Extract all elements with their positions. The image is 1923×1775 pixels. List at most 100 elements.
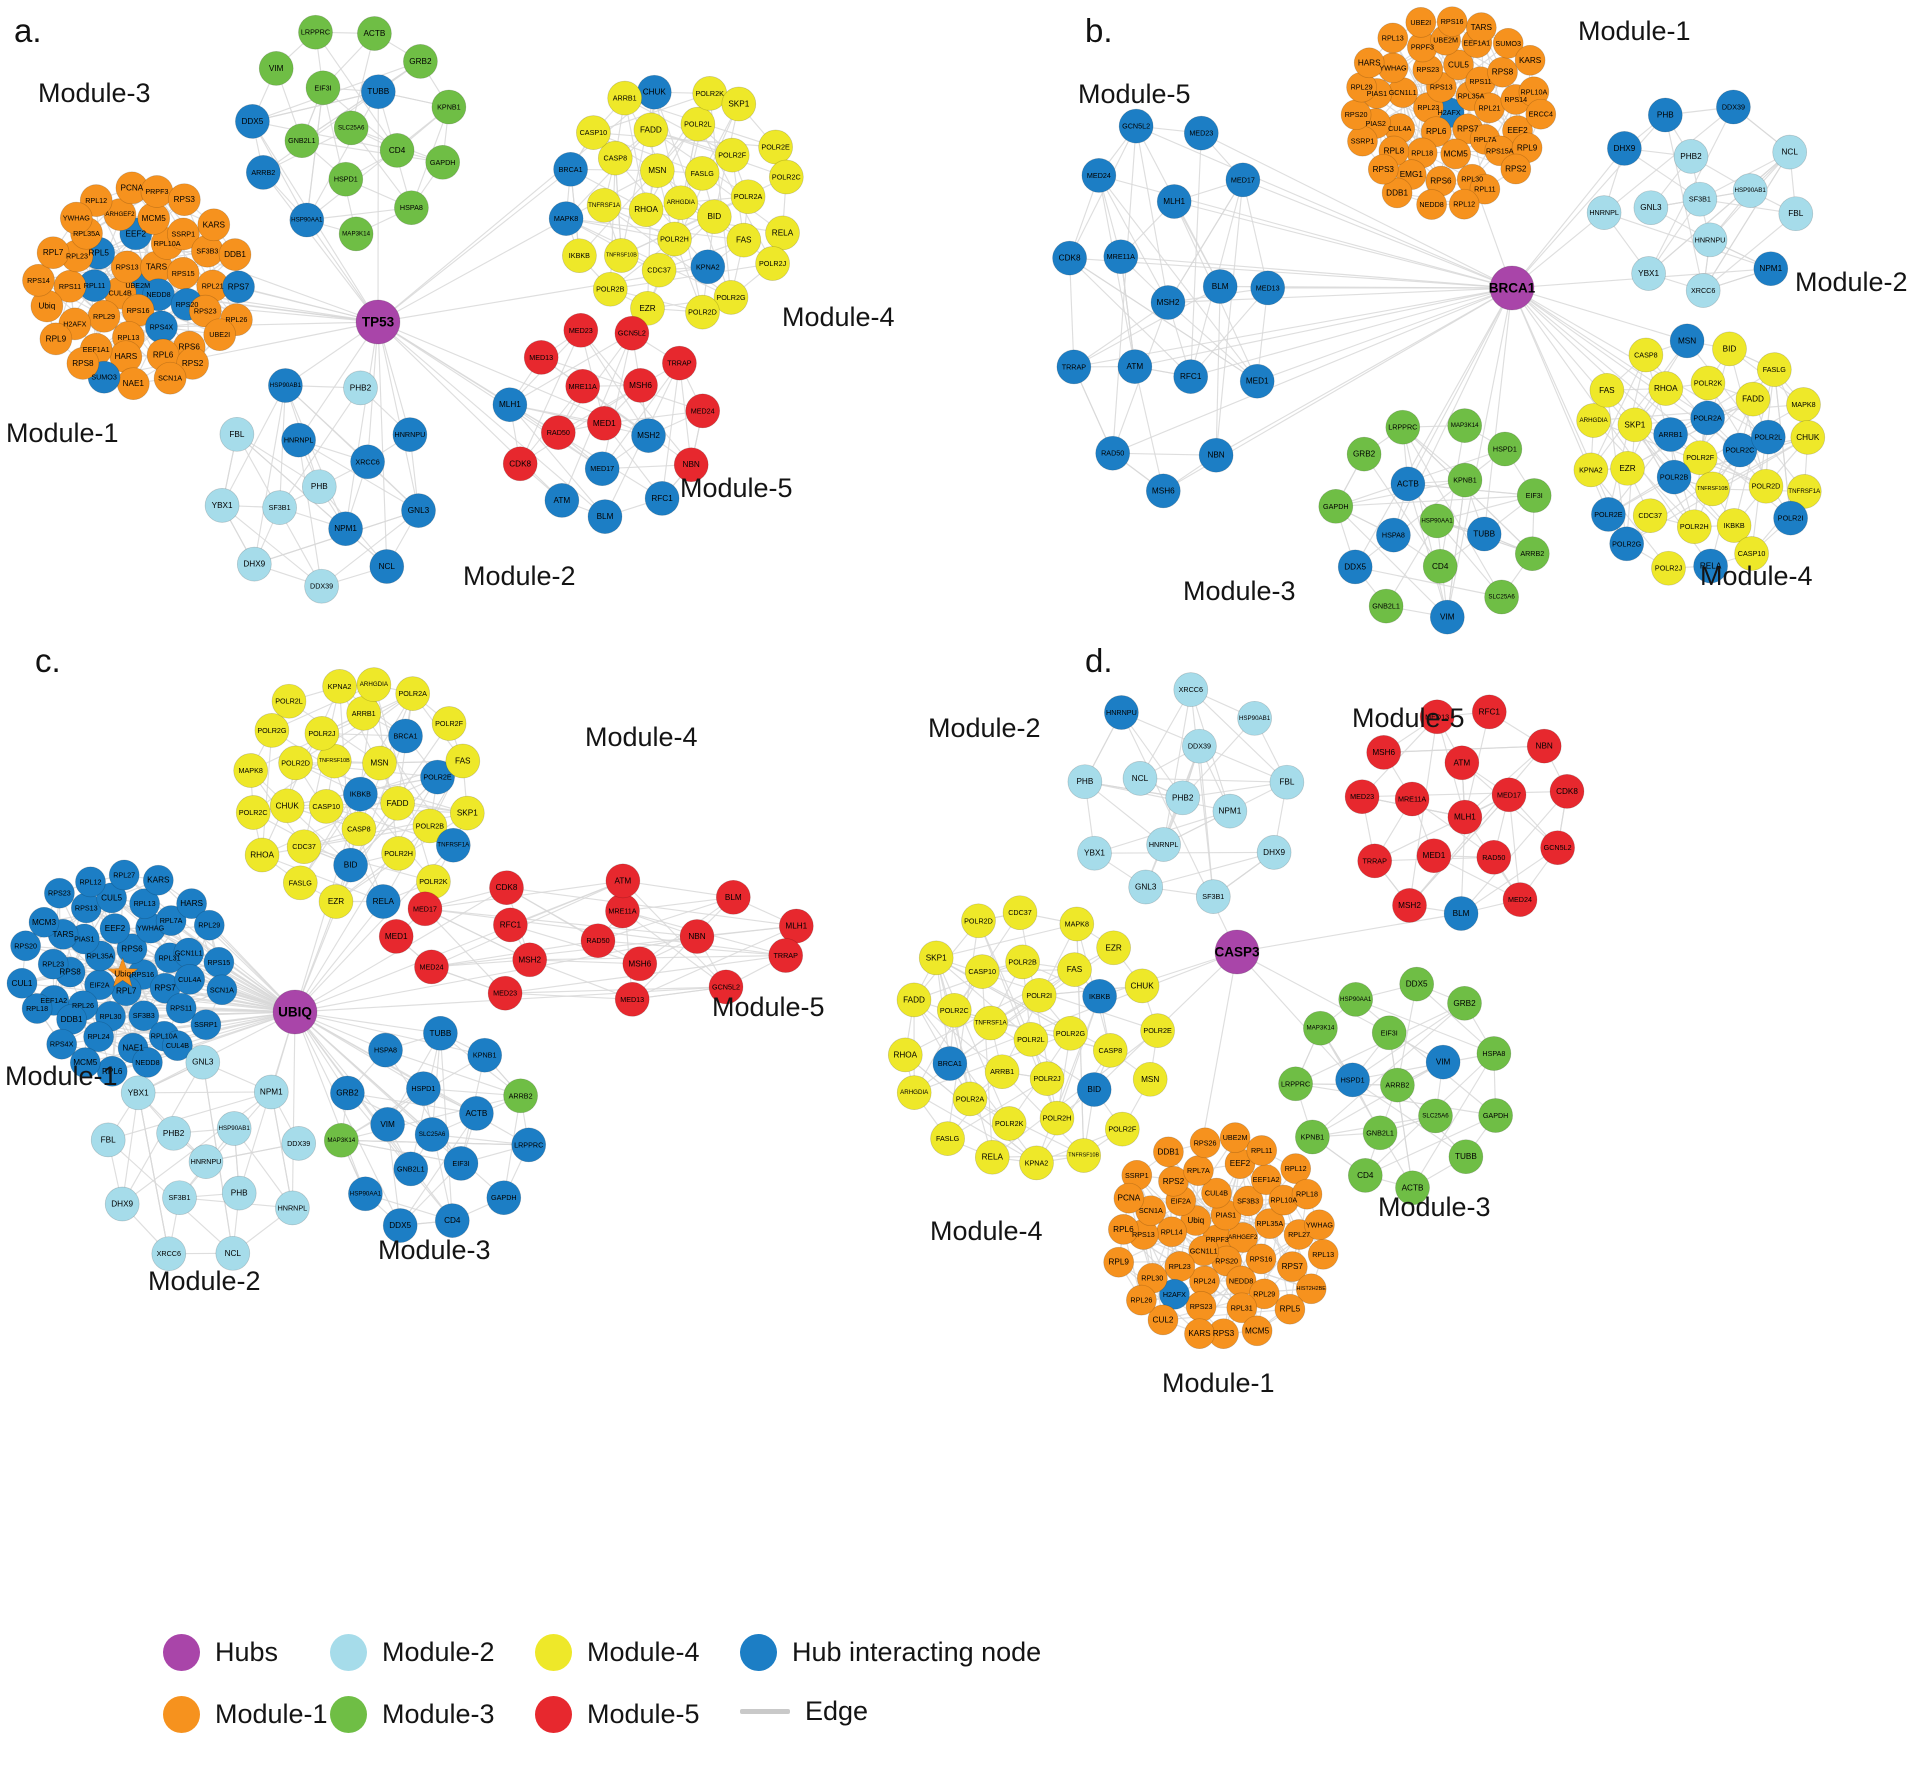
node-PHB2 xyxy=(343,370,378,406)
node-TNFRSF1A xyxy=(435,827,471,863)
node-POLR2C xyxy=(235,795,271,830)
node-TUBB xyxy=(1448,1139,1484,1175)
edge xyxy=(1511,106,1734,289)
node-POLR2B xyxy=(412,808,448,844)
module-label-module-5: Module-5 xyxy=(1078,79,1191,109)
node-DDX39 xyxy=(1716,89,1751,125)
node-TRRAP xyxy=(1357,843,1393,879)
node-KPNB1 xyxy=(467,1037,503,1073)
node-RPS23 xyxy=(188,294,222,328)
edge xyxy=(1289,1194,1308,1310)
node-CASP8 xyxy=(597,140,633,176)
edge xyxy=(377,168,571,323)
legend-item-edge: Edge xyxy=(740,1696,868,1727)
node-YWHAG xyxy=(1304,1209,1335,1241)
node-RPL5 xyxy=(1274,1293,1306,1325)
node-FBL xyxy=(90,1122,126,1158)
node-RAD50 xyxy=(580,923,616,959)
node-CASP10 xyxy=(964,954,1000,989)
edge xyxy=(1139,689,1192,779)
node-VIM xyxy=(1425,1044,1461,1080)
node-YBX1 xyxy=(204,488,240,523)
edge xyxy=(1190,287,1269,377)
edge xyxy=(1355,998,1496,1116)
edge xyxy=(1446,287,1513,618)
edge xyxy=(261,854,384,903)
node-FBL xyxy=(1269,764,1305,800)
node-LRPPRC xyxy=(1278,1066,1313,1102)
node-RPL27 xyxy=(108,859,140,891)
node-HSP90AB1 xyxy=(1732,173,1768,208)
node-RPS20 xyxy=(10,930,41,962)
node-ARRB1 xyxy=(984,1054,1020,1090)
node-FAS xyxy=(1057,952,1092,987)
node-DDX39 xyxy=(304,568,339,604)
node-KPNB1 xyxy=(431,89,467,125)
edge xyxy=(1120,256,1513,289)
node-CUL2 xyxy=(1147,1304,1179,1336)
node-GNB2L1 xyxy=(393,1151,429,1187)
node-POLR2K xyxy=(1690,365,1726,401)
node-XRCC6 xyxy=(1685,273,1721,308)
node-SF3B1 xyxy=(262,490,297,525)
edge xyxy=(347,1092,477,1114)
node-GRB2 xyxy=(1346,436,1382,472)
node-MED23 xyxy=(1344,779,1380,815)
edge xyxy=(1084,781,1231,812)
node-MSN xyxy=(1132,1061,1168,1097)
edge xyxy=(913,971,983,1093)
edge xyxy=(509,332,633,406)
edge xyxy=(1439,425,1466,567)
node-TUBB xyxy=(360,74,396,110)
node-CDK8 xyxy=(1052,240,1087,276)
edge xyxy=(1201,132,1513,289)
node-BRCA1 xyxy=(388,718,423,754)
edge xyxy=(161,321,379,328)
node-ACTB xyxy=(357,16,392,51)
node-NAE1 xyxy=(116,367,150,401)
node-SF3B1 xyxy=(1195,879,1231,914)
node-POLR2L xyxy=(1750,419,1786,455)
edge xyxy=(1069,257,1192,378)
node-LRPPRC xyxy=(1385,409,1421,445)
edge xyxy=(1352,1079,1467,1158)
node-HNRNPU xyxy=(1104,695,1139,730)
module-label-module-2: Module-2 xyxy=(1795,267,1908,297)
node-GRB2 xyxy=(403,44,438,79)
hub-node-BRCA1 xyxy=(1489,265,1535,311)
edge xyxy=(540,356,692,466)
nodes-layer xyxy=(6,667,814,1272)
node-RPS14 xyxy=(22,263,55,297)
node-MAPK8 xyxy=(548,201,584,236)
node-GNB2L1 xyxy=(284,123,320,159)
node-POLR2D xyxy=(278,745,313,781)
node-MED1 xyxy=(378,919,414,954)
edge xyxy=(294,1011,441,1034)
edge xyxy=(935,957,971,1100)
node-CUL4A xyxy=(174,964,206,995)
node-FADD xyxy=(380,785,415,821)
node-MSH6 xyxy=(623,368,658,403)
edge xyxy=(1182,781,1287,799)
node-MLH1 xyxy=(492,387,528,423)
edge xyxy=(291,1011,296,1208)
node-POLR2E xyxy=(1140,1013,1175,1048)
edge xyxy=(1190,133,1202,377)
edge xyxy=(95,303,188,350)
edge xyxy=(295,762,384,902)
edge xyxy=(1396,983,1418,1086)
node-EIF3I xyxy=(305,70,341,106)
legend-label: Module-2 xyxy=(382,1637,495,1667)
node-UBE2I xyxy=(1405,7,1437,38)
edge xyxy=(350,776,438,866)
edge xyxy=(622,880,734,898)
node-EIF3I xyxy=(443,1146,479,1181)
node-NEDD8 xyxy=(1416,189,1447,220)
node-MLH1 xyxy=(778,908,814,944)
node-KARS xyxy=(1184,1318,1215,1350)
edge xyxy=(1112,287,1513,454)
node-CASP10 xyxy=(308,789,344,824)
edge-line-swatch xyxy=(740,1709,790,1714)
edge xyxy=(1365,1114,1496,1176)
